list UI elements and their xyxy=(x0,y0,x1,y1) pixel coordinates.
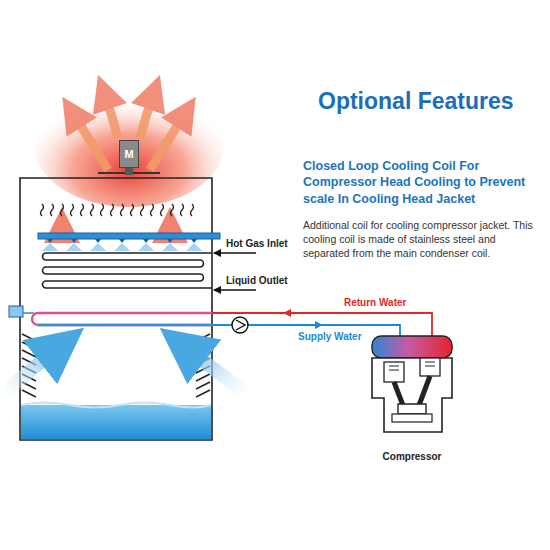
water-surface xyxy=(21,403,211,408)
compressor-head xyxy=(372,336,452,358)
air-inlet-arrow xyxy=(2,345,62,395)
pump-symbol xyxy=(232,317,248,333)
piston xyxy=(384,362,404,382)
piston xyxy=(420,358,440,376)
motor-box-label: M xyxy=(124,148,133,160)
compressor-label: Compressor xyxy=(383,451,442,462)
liquid-outlet-arrow xyxy=(214,289,256,291)
pipe-label: Liquid Outlet xyxy=(226,275,288,286)
feature-description: Additional coil for cooling compressor j… xyxy=(303,218,543,261)
air-louvers xyxy=(22,334,210,397)
cooling-coil-return xyxy=(38,324,212,326)
tower-casing xyxy=(20,178,212,440)
crankshaft xyxy=(398,404,426,414)
supply-flow-arrow xyxy=(300,324,322,326)
cooling-coil xyxy=(32,313,212,325)
exhaust-arrows xyxy=(72,92,186,170)
basin-water xyxy=(21,405,211,439)
connecting-rod xyxy=(394,376,430,408)
water-line-label: Supply Water xyxy=(298,331,362,342)
fan-hub xyxy=(125,168,133,175)
compressor-body xyxy=(372,358,452,432)
warm-air-arrows xyxy=(62,225,170,268)
pipe-label: Hot Gas Inlet xyxy=(226,238,288,249)
return-flow-arrow xyxy=(284,312,300,314)
spray-header xyxy=(38,233,220,239)
tank-pipe xyxy=(23,312,34,314)
page-title: Optional Features xyxy=(318,88,514,116)
drift-eliminator xyxy=(41,204,194,216)
hot-gas-arrow xyxy=(214,252,256,254)
feature-heading: Closed Loop Cooling Coil For Compressor … xyxy=(303,158,543,207)
condenser-coil xyxy=(43,253,213,288)
compressor: Compressor xyxy=(362,330,462,462)
pump-arrow xyxy=(236,320,245,330)
air-inlet-arrow xyxy=(182,345,248,395)
motor-box: M xyxy=(119,140,139,168)
spray-nozzles xyxy=(42,239,202,251)
crank-base xyxy=(392,414,432,422)
exhaust-plume xyxy=(34,83,224,207)
water-line-label: Return Water xyxy=(344,297,406,308)
expansion-tank xyxy=(9,306,23,317)
